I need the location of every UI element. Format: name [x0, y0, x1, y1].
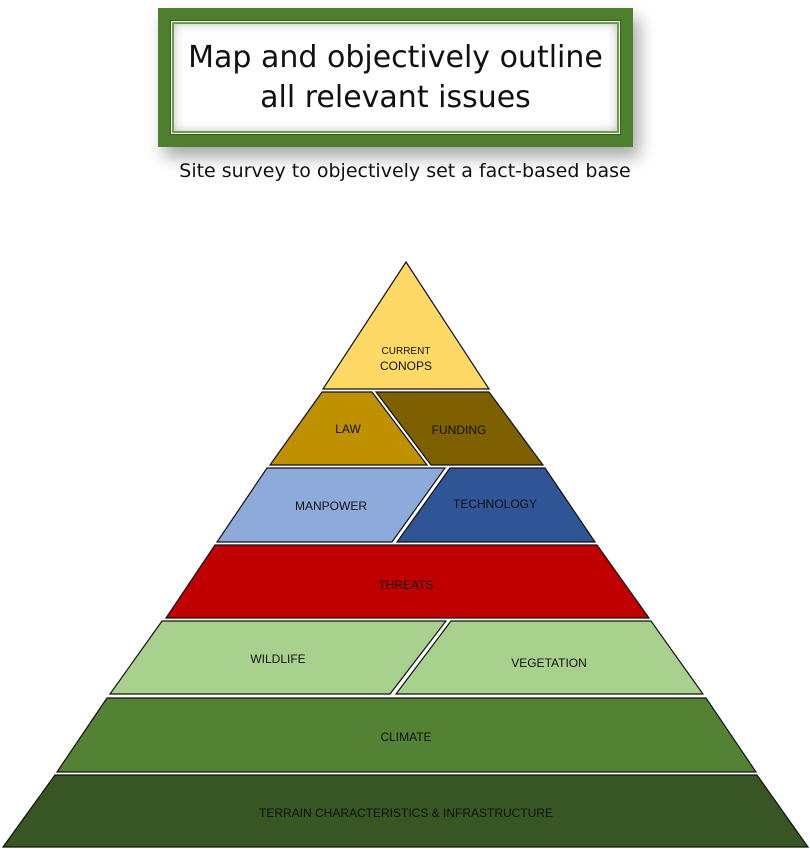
- vegetation-label: VEGETATION: [511, 656, 587, 670]
- manpower-block: [215, 467, 447, 543]
- diagram-title: Map and objectively outline all relevant…: [188, 39, 603, 115]
- current-conops-label-line1: CURRENT: [382, 346, 431, 357]
- law-block: [268, 391, 429, 466]
- title-inner-border: [172, 22, 619, 133]
- law-label: LAW: [335, 422, 361, 436]
- threats-label: THREATS: [378, 578, 433, 592]
- current-conops-label-line2: CONOPS: [380, 359, 432, 373]
- wildlife-label: WILDLIFE: [250, 652, 305, 666]
- terrain-label: TERRAIN CHARACTERISTICS & INFRASTRUCTURE: [259, 806, 553, 820]
- manpower-label: MANPOWER: [295, 499, 367, 513]
- funding-label: FUNDING: [432, 423, 487, 437]
- wildlife-block: [108, 620, 448, 695]
- funding-block: [374, 391, 545, 466]
- threats-block: [164, 544, 651, 619]
- current-conops-block: [321, 260, 491, 390]
- terrain-block: [1, 774, 810, 848]
- technology-block: [395, 467, 597, 543]
- title-box: Map and objectively outline all relevant…: [158, 8, 633, 147]
- vegetation-block: [394, 620, 705, 695]
- climate-label: CLIMATE: [380, 730, 431, 744]
- diagram-subtitle: Site survey to objectively set a fact-ba…: [179, 160, 631, 182]
- technology-label: TECHNOLOGY: [453, 497, 537, 511]
- climate-block: [55, 697, 758, 773]
